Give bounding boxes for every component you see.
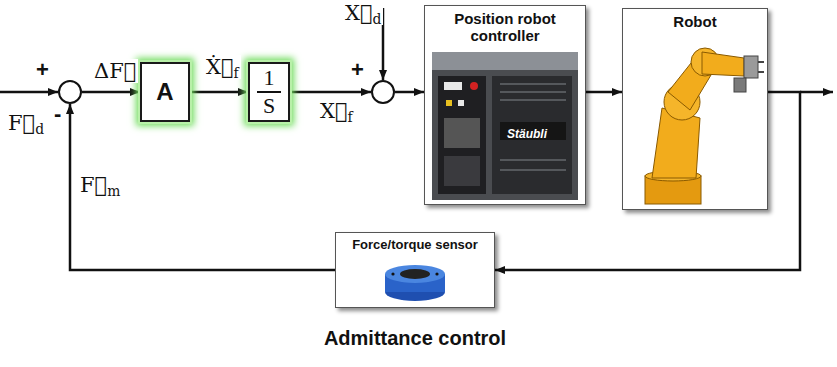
signal-wire (82, 91, 140, 94)
edge-label-slot: ΔF⃗ (92, 58, 138, 84)
signal-wire (290, 91, 371, 94)
gripper-finger (758, 61, 764, 63)
node-text: Robot (673, 13, 716, 30)
cabinet-body (432, 52, 578, 200)
sign-slot: + (36, 58, 49, 82)
sensor-bore (400, 269, 430, 279)
node-text: 1 (264, 66, 275, 90)
integrator-block: 1S (248, 62, 290, 122)
edge-label-slot: Ẋ⃗f (204, 54, 241, 86)
input-wire (0, 91, 58, 94)
logo-band (500, 122, 566, 140)
panel-ground (335, 232, 495, 308)
robot-picture (645, 48, 764, 204)
signal-subscript: d (373, 11, 382, 27)
stop-button (470, 82, 478, 90)
node-text: Position robot controller (439, 10, 571, 44)
sign-slot: + (351, 58, 364, 82)
control-panel (438, 76, 486, 194)
node-text: S (263, 94, 275, 118)
vent (500, 83, 566, 85)
summing-junction: +- (58, 80, 82, 104)
signal-symbol: F⃗ (80, 173, 107, 197)
robot-wrist (744, 56, 758, 78)
sign-text: - (54, 101, 61, 126)
fraction-bar (257, 91, 281, 93)
signal-wire (395, 91, 424, 94)
label-slot: F⃗d (6, 110, 46, 142)
signal-wire (586, 91, 622, 94)
signal-name: Ẋ⃗f (204, 55, 241, 79)
sensor-box: Force/torque sensor (335, 232, 495, 308)
label-slot: Stäubli (507, 124, 547, 142)
gripper-finger (758, 71, 764, 73)
panel-sticker (444, 82, 462, 90)
signal-name: X⃗d (343, 1, 383, 25)
signal-subscript: m (107, 183, 120, 199)
summing-junction: + (371, 80, 395, 104)
cabinet-front (492, 76, 572, 194)
edge-label-slot: F⃗m (78, 172, 122, 204)
signal-wire (70, 104, 335, 270)
panel-ground (424, 5, 586, 205)
sensor-top (385, 265, 445, 283)
sensor-hole (435, 272, 438, 275)
signal-subscript: d (35, 121, 44, 137)
vent (500, 99, 566, 101)
robot-tool (734, 78, 746, 92)
robot-box: Robot (622, 8, 768, 210)
controller-picture (432, 52, 578, 200)
cabinet-top (432, 52, 578, 70)
signal-wire (495, 92, 800, 270)
vent (500, 169, 566, 171)
node-text: A (156, 78, 173, 106)
sign-text: + (351, 57, 364, 82)
controller-box: Position robot controller (424, 5, 586, 205)
gain-block: A (140, 62, 190, 122)
signal-name: F⃗m (78, 173, 122, 197)
sign-slot: - (54, 102, 61, 126)
sensor-hole (391, 272, 394, 275)
caption-slot: Admittance control (300, 326, 530, 350)
brand-logo: Stäubli (507, 127, 547, 141)
sensor-picture (385, 265, 445, 301)
vent (500, 91, 566, 93)
edge-label-slot: X⃗f (318, 98, 355, 130)
panel-ground (622, 8, 768, 210)
node-text: Force/torque sensor (352, 237, 478, 252)
vent (500, 159, 566, 161)
signal-subscript: f (348, 109, 353, 125)
signal-name: F⃗d (6, 111, 46, 135)
signal-wire (190, 91, 248, 94)
signal-symbol: F⃗ (8, 111, 35, 135)
sign-text: + (36, 57, 49, 82)
panel-module (444, 118, 480, 148)
panel-light (446, 100, 452, 106)
signal-name: X⃗f (318, 99, 355, 123)
robot-forearm (702, 52, 744, 76)
panel-module (444, 156, 480, 186)
signal-symbol: Ẋ⃗ (206, 55, 234, 79)
signal-symbol: X⃗ (320, 99, 348, 123)
signal-symbol: X⃗ (345, 1, 373, 25)
signal-subscript: f (234, 65, 239, 81)
figure-caption: Admittance control (300, 326, 530, 350)
output-wire (800, 91, 833, 94)
label-slot: X⃗d (343, 0, 383, 32)
signal-name: ΔF⃗ (92, 59, 138, 83)
panel-light (458, 100, 464, 106)
